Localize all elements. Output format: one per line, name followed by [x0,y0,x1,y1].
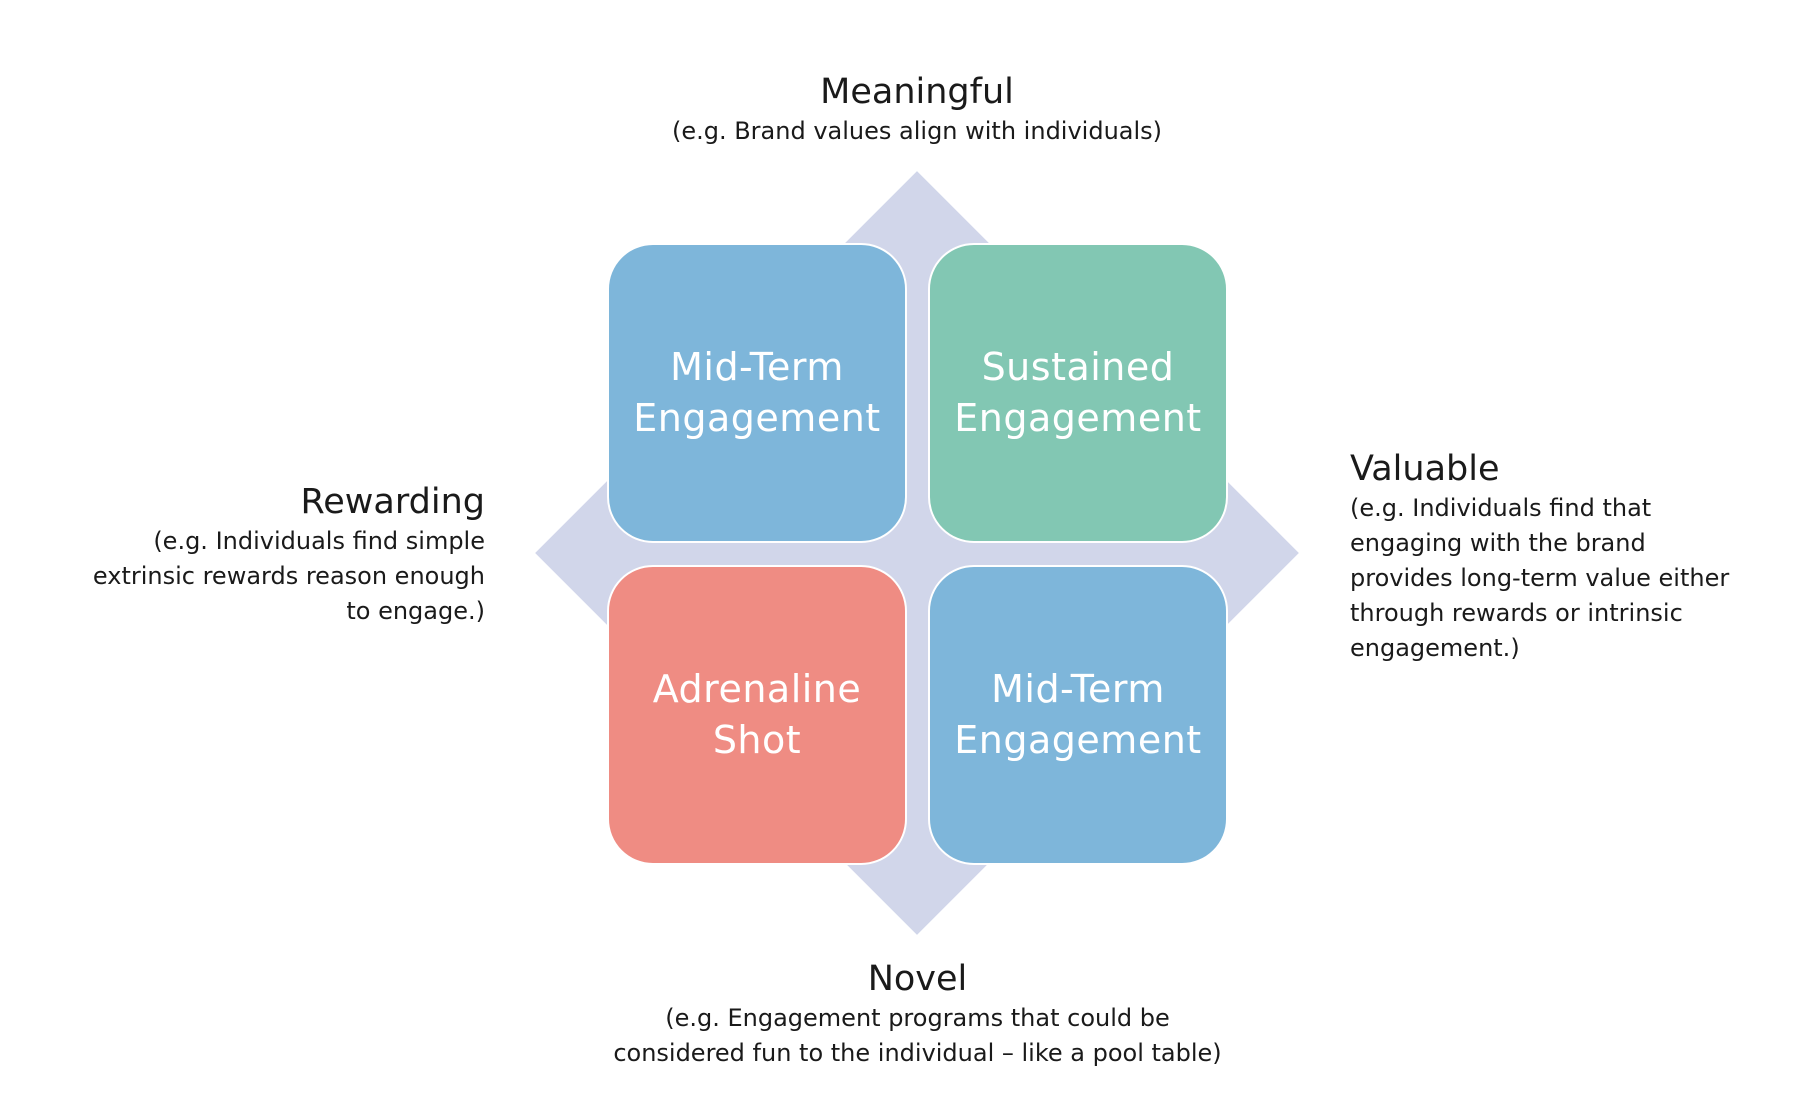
axis-label-novel: Novel (e.g. Engagement programs that cou… [520,957,1315,1071]
quadrant-label-line: Mid-Term [670,345,844,389]
axis-label-valuable: Valuable (e.g. Individuals find that eng… [1350,447,1790,666]
axis-description-line: (e.g. Engagement programs that could be [665,1004,1170,1032]
axis-description-line: considered fun to the individual – like … [613,1039,1222,1067]
quadrant-label-line: Mid-Term [991,667,1165,711]
axis-description: (e.g. Engagement programs that could be … [520,1001,1315,1071]
axis-description-line: through rewards or intrinsic [1350,599,1683,627]
axis-description: (e.g. Individuals find simple extrinsic … [20,524,485,629]
axis-description-line: extrinsic rewards reason enough [92,562,485,590]
axis-description-line: provides long-term value either [1350,564,1730,592]
axis-title: Rewarding [300,482,485,522]
axis-description-line: (e.g. Individuals find that [1350,494,1652,522]
quadrant-label-line: Engagement [633,396,881,440]
quadrant-mid-term-engagement-top-left: Mid-Term Engagement [607,243,907,543]
axis-title: Novel [867,959,968,999]
axis-title: Valuable [1350,449,1500,489]
quadrant-sustained-engagement: Sustained Engagement [928,243,1228,543]
axis-description: (e.g. Individuals find that engaging wit… [1350,491,1790,666]
axis-title: Meaningful [820,72,1014,112]
quadrant-label-line: Adrenaline [652,667,862,711]
quadrant-label-line: Sustained [981,345,1175,389]
axis-label-meaningful: Meaningful (e.g. Brand values align with… [617,70,1217,149]
quadrant-label-line: Engagement [954,396,1202,440]
axis-description: (e.g. Brand values align with individual… [617,114,1217,149]
axis-label-rewarding: Rewarding (e.g. Individuals find simple … [20,480,485,629]
axis-description-line: to engage.) [346,597,485,625]
axis-description-line: engaging with the brand [1350,529,1646,557]
quadrant-adrenaline-shot: Adrenaline Shot [607,565,907,865]
quadrant-mid-term-engagement-bottom-right: Mid-Term Engagement [928,565,1228,865]
axis-description-line: (e.g. Brand values align with individual… [671,117,1163,145]
axis-description-line: engagement.) [1350,634,1520,662]
quadrant-label-line: Engagement [954,718,1202,762]
axis-description-line: (e.g. Individuals find simple [153,527,485,555]
quadrant-label-line: Shot [712,718,802,762]
